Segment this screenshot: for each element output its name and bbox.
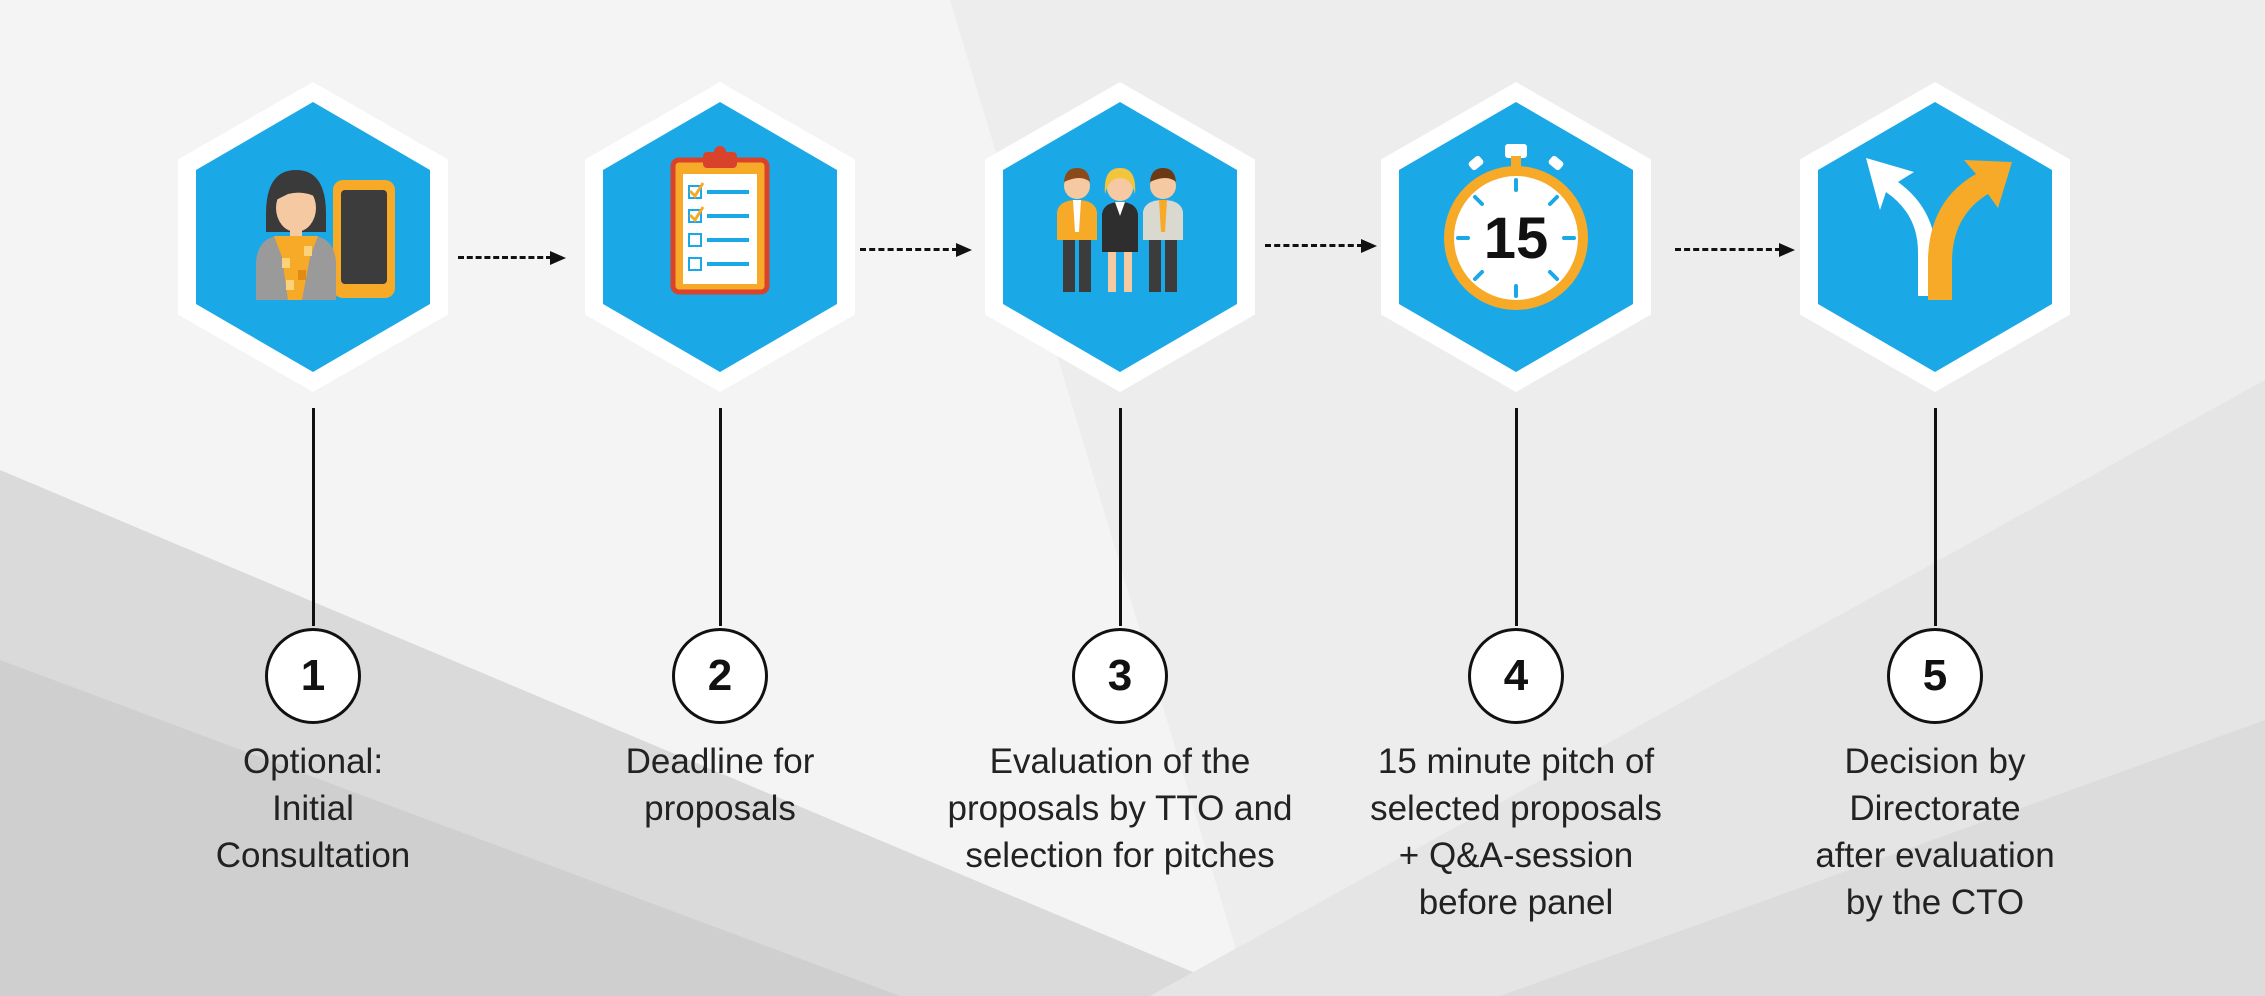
clipboard-checklist-icon bbox=[670, 146, 770, 295]
arrow-head-icon bbox=[1779, 243, 1795, 257]
step-5-hexagon bbox=[1800, 82, 2070, 392]
step-1-connector-line bbox=[311, 408, 315, 626]
step-5-label: Decision by Directorate after evaluation… bbox=[1815, 742, 2055, 922]
step-4-connector-line bbox=[1514, 408, 1518, 626]
step-3-hexagon bbox=[985, 82, 1255, 392]
arrow-head-icon bbox=[956, 243, 972, 257]
stopwatch-icon: 15 bbox=[1444, 144, 1588, 310]
step-2-number-badge: 2 bbox=[672, 628, 768, 724]
evaluation-team-icon bbox=[1057, 168, 1183, 292]
arrow-3-4 bbox=[1265, 236, 1377, 256]
step-5-number-badge: 5 bbox=[1887, 628, 1983, 724]
person-with-phone-icon bbox=[256, 170, 395, 300]
step-2-hexagon bbox=[585, 82, 855, 392]
step-5-connector-line bbox=[1933, 408, 1937, 626]
step-3-label: Evaluation of the proposals by TTO and s… bbox=[947, 742, 1293, 875]
arrow-head-icon bbox=[1361, 239, 1377, 253]
arrow-2-3 bbox=[860, 240, 972, 260]
step-1-hexagon bbox=[178, 82, 448, 392]
step-1-number-badge: 1 bbox=[265, 628, 361, 724]
stopwatch-number: 15 bbox=[1484, 206, 1549, 271]
step-4-label: 15 minute pitch of selected proposals + … bbox=[1370, 742, 1662, 922]
step-2-label: Deadline for proposals bbox=[625, 742, 815, 828]
step-3-connector-line bbox=[1118, 408, 1122, 626]
decision-arrows-icon bbox=[1866, 158, 2012, 300]
arrow-1-2 bbox=[458, 248, 566, 268]
step-4-number-badge: 4 bbox=[1468, 628, 1564, 724]
step-1-label: Optional: Initial Consultation bbox=[215, 742, 411, 875]
step-4-hexagon: 15 bbox=[1381, 82, 1651, 392]
step-3-number-badge: 3 bbox=[1072, 628, 1168, 724]
arrow-4-5 bbox=[1675, 240, 1795, 260]
arrow-head-icon bbox=[550, 251, 566, 265]
step-2-connector-line bbox=[718, 408, 722, 626]
